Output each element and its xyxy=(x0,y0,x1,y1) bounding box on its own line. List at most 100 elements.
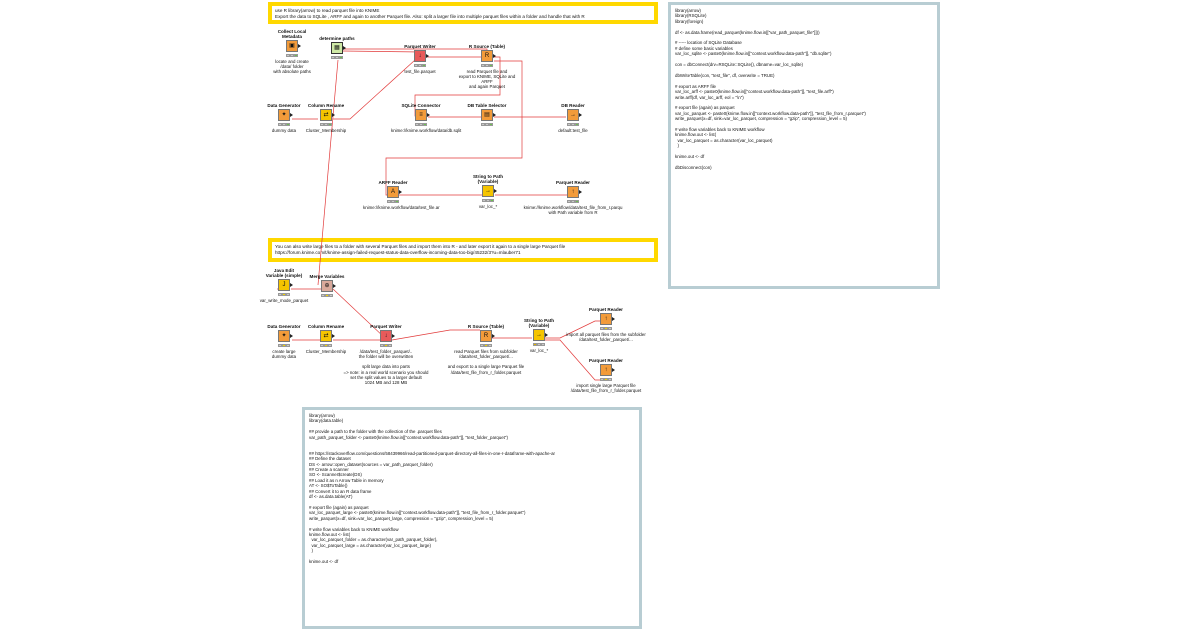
data-generator-icon[interactable]: ✦ xyxy=(278,109,293,122)
column-rename-icon[interactable]: ⇄ xyxy=(320,109,335,122)
node-label: read Parquet file and export to KNIME, S… xyxy=(458,68,516,90)
string-to-path-icon[interactable]: → xyxy=(482,185,497,198)
node-label: knime://knime.workflow/data/db.sqlit xyxy=(391,127,462,133)
node-parquet-reader-1[interactable]: Parquet Reader ↑ knime://knime.workflow/… xyxy=(518,180,628,215)
node-status xyxy=(331,55,344,60)
node-title: Column Rename xyxy=(307,103,345,108)
node-label: default:test_file xyxy=(558,127,588,133)
string-to-path-icon[interactable]: → xyxy=(533,329,548,342)
parquet-writer-icon[interactable]: ↓ xyxy=(380,330,395,343)
node-status xyxy=(481,63,494,68)
node-title: Column Rename xyxy=(307,324,345,329)
node-title: Parquet Writer xyxy=(404,44,436,49)
db-table-selector-icon[interactable]: ▤ xyxy=(481,109,496,122)
node-db-reader[interactable]: DB Reader → default:test_file xyxy=(543,103,603,133)
data-generator-icon[interactable]: ✦ xyxy=(278,330,293,343)
node-label: create large dummy data xyxy=(271,348,297,359)
node-determine-paths[interactable]: determine paths ▦ xyxy=(307,36,367,60)
db-reader-icon[interactable]: → xyxy=(567,109,582,122)
node-status xyxy=(278,292,291,297)
node-title: DB Table Selector xyxy=(467,103,507,108)
node-title: Parquet Reader xyxy=(589,307,623,312)
node-title: SQLite Connector xyxy=(401,103,441,108)
node-title: Merge Variables xyxy=(309,274,345,279)
r-code-panel-bottom[interactable]: library(arrow) library(data.table) ## pr… xyxy=(302,407,642,629)
merge-variables-icon[interactable]: ⊕ xyxy=(321,280,336,293)
node-column-rename-1[interactable]: Column Rename ⇄ Cluster_Membership xyxy=(296,103,356,133)
annotation-top: use R library(arrow) to read parquet fil… xyxy=(268,2,658,24)
node-r-source-table-2[interactable]: R Source (Table) R read Parquet files fr… xyxy=(431,324,541,375)
node-java-edit-variable[interactable]: Java Edit Variable (simple) J var_write_… xyxy=(254,268,314,303)
node-title: Collect Local Metadata xyxy=(277,29,307,40)
node-label: import single large Parquet file /data/t… xyxy=(570,382,642,393)
node-title: DB Reader xyxy=(561,103,585,108)
node-title: R Source (Table) xyxy=(468,44,506,49)
node-collect-local-metadata[interactable]: Collect Local Metadata ▣ locate and crea… xyxy=(262,29,322,75)
node-label: Cluster_Membership xyxy=(305,348,347,354)
arff-reader-icon[interactable]: A xyxy=(387,186,402,199)
node-status xyxy=(600,326,613,331)
column-rename-icon[interactable]: ⇄ xyxy=(320,330,335,343)
node-data-generator-1[interactable]: Data Generator ✦ dummy data xyxy=(254,103,314,133)
node-status xyxy=(380,343,393,348)
node-r-source-table-1[interactable]: R Source (Table) R read Parquet file and… xyxy=(457,44,517,90)
node-label: knime://knime.workflow/data/test_file.ar xyxy=(363,204,440,210)
node-label: locate and create /data/ folder with abs… xyxy=(273,58,311,75)
node-status xyxy=(387,199,400,204)
node-sqlite-connector[interactable]: SQLite Connector ≡ knime://knime.workflo… xyxy=(391,103,462,133)
conn-merge-to-parquet-writer xyxy=(332,288,386,339)
parquet-reader-icon[interactable]: ↑ xyxy=(600,364,615,377)
node-status xyxy=(482,198,495,203)
node-status xyxy=(533,342,546,347)
node-label: var_write_mode_parquet xyxy=(259,297,309,303)
node-label: /data/test_folder_parquet/.. the folder … xyxy=(343,348,429,385)
node-parquet-reader-3[interactable]: Parquet Reader ↑ import single large Par… xyxy=(551,358,661,393)
node-string-to-path-1[interactable]: String to Path (Variable) → var_loc_* xyxy=(458,174,518,209)
node-parquet-reader-2[interactable]: Parquet Reader ↑ import all parquet file… xyxy=(551,307,661,342)
node-title: String to Path (Variable) xyxy=(472,174,504,185)
node-label: read Parquet files from subfolder /data/… xyxy=(447,348,525,375)
node-status xyxy=(600,377,613,382)
conn-paths-to-merge xyxy=(317,59,339,286)
node-title: R Source (Table) xyxy=(467,324,505,329)
node-arff-reader[interactable]: ARFF Reader A knime://knime.workflow/dat… xyxy=(363,180,440,210)
parquet-writer-icon[interactable]: ↓ xyxy=(414,50,429,63)
node-title: Parquet Writer xyxy=(370,324,402,329)
node-db-table-selector[interactable]: DB Table Selector ▤ xyxy=(457,103,517,127)
node-status xyxy=(567,199,580,204)
node-label: test_file.parquet xyxy=(404,68,436,74)
sqlite-icon[interactable]: ≡ xyxy=(415,109,430,122)
node-title: String to Path (Variable) xyxy=(523,318,555,329)
node-label: var_loc_* xyxy=(478,203,498,209)
node-status xyxy=(278,343,291,348)
node-label: Cluster_Membership xyxy=(305,127,347,133)
node-title: Data Generator xyxy=(267,103,301,108)
conn-string-path2-to-reader3 xyxy=(545,339,602,381)
conn-parquet-writer2-to-rsource2 xyxy=(391,329,480,341)
node-title: Java Edit Variable (simple) xyxy=(265,268,303,279)
node-label: var_loc_* xyxy=(529,347,549,353)
node-column-rename-2[interactable]: Column Rename ⇄ Cluster_Membership xyxy=(296,324,356,354)
conn-rsource-to-string-to-path xyxy=(385,60,523,196)
component-icon[interactable]: ▦ xyxy=(331,42,346,55)
conn-string-path2-to-reader2 xyxy=(545,320,602,339)
node-status xyxy=(278,122,291,127)
node-label: dummy data xyxy=(271,127,297,133)
parquet-reader-icon[interactable]: ↑ xyxy=(567,186,582,199)
conn-column-rename-to-parquet-writer xyxy=(333,59,416,120)
node-status xyxy=(480,343,493,348)
node-parquet-writer-1[interactable]: Parquet Writer ↓ test_file.parquet xyxy=(390,44,450,74)
node-title: Data Generator xyxy=(267,324,301,329)
node-string-to-path-2[interactable]: String to Path (Variable) → var_loc_* xyxy=(509,318,569,353)
node-merge-variables[interactable]: Merge Variables ⊕ xyxy=(297,274,357,298)
r-code-panel-right[interactable]: library(arrow) library(RSQLite) library(… xyxy=(668,2,940,289)
node-data-generator-2[interactable]: Data Generator ✦ create large dummy data xyxy=(254,324,314,359)
metanode-icon[interactable]: ▣ xyxy=(286,40,301,53)
parquet-reader-icon[interactable]: ↑ xyxy=(600,313,615,326)
node-parquet-writer-2[interactable]: Parquet Writer ↓ /data/test_folder_parqu… xyxy=(326,324,446,385)
r-source-icon[interactable]: R xyxy=(481,50,496,63)
annotation-middle: You can also write large files to a fold… xyxy=(268,238,658,262)
node-title: ARFF Reader xyxy=(378,180,408,185)
java-edit-variable-icon[interactable]: J xyxy=(278,279,293,292)
r-source-icon[interactable]: R xyxy=(480,330,495,343)
